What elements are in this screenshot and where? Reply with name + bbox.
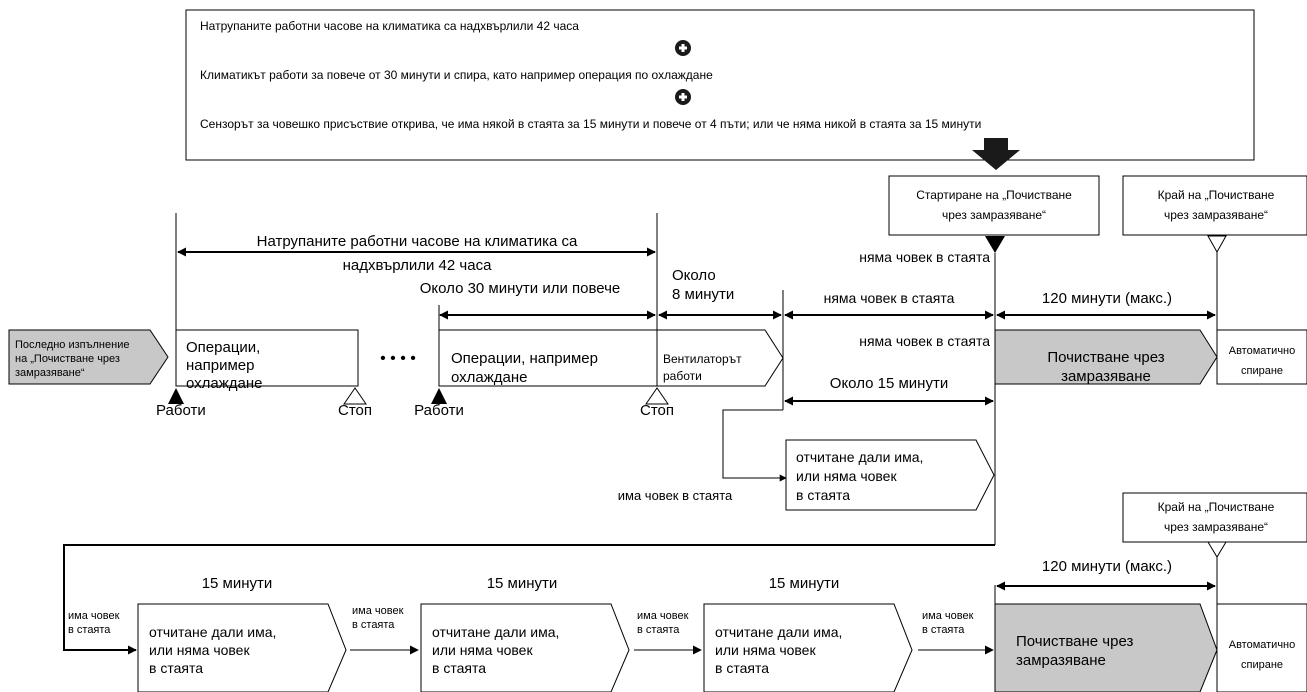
freeze-top-line-2: замразяване <box>1061 368 1151 385</box>
operation-box-1 <box>175 329 359 387</box>
plus-icon <box>675 40 691 56</box>
stop-label-1: Стоп <box>338 402 372 419</box>
person-present-label: има човек в стаята <box>618 488 733 503</box>
end-box-bottom-line-1: Край на „Почистване <box>1158 500 1275 514</box>
end-box-bottom-line-2: чрез замразяване“ <box>1164 520 1268 534</box>
minutes-15-label-2: 15 минути <box>487 575 558 592</box>
fan-line-2: работи <box>663 369 702 383</box>
person-present-branch-arrow <box>722 409 787 482</box>
about-15-min-label: Около 15 минути <box>830 375 948 392</box>
person-present-small-3a: има човек <box>637 610 689 622</box>
last-execution-shape <box>8 329 169 385</box>
auto-stop-top-line-1: Автоматично <box>1229 345 1296 357</box>
freeze-top-line-1: Почистване чрез <box>1047 349 1164 366</box>
no-person-label-2: няма човек в стаята <box>824 290 955 306</box>
fan-running-shape <box>656 329 784 387</box>
person-present-small-2b: в стаята <box>352 619 395 631</box>
end-marker-bottom-icon <box>1207 541 1227 558</box>
condition-3: Сензорът за човешко присъствие открива, … <box>200 117 981 131</box>
person-present-small-2a: има човек <box>352 605 404 617</box>
person-present-small-4b: в стаята <box>922 624 965 636</box>
freeze-cleaning-shape-bottom <box>994 603 1218 692</box>
wrap-to-row-2-arrow <box>63 544 995 655</box>
count-1-line-1: отчитане дали има, <box>149 624 276 640</box>
count-2-line-2: или няма човек <box>432 642 533 658</box>
last-exec-line-3: замразяване“ <box>15 367 85 379</box>
ellipsis-dots: • • • • <box>380 350 416 367</box>
plus-icon <box>675 89 691 105</box>
auto-stop-bottom-line-1: Автоматично <box>1229 639 1296 651</box>
run-label-1: Работи <box>156 402 206 419</box>
freeze-cleaning-shape-top <box>994 329 1218 385</box>
condition-1: Натрупаните работни часове на климатика … <box>200 19 579 33</box>
stop-label-2: Стоп <box>640 402 674 419</box>
accumulated-label-2: надхвърлили 42 часа <box>343 257 492 274</box>
run-marker-icon <box>168 388 184 404</box>
end-freeze-cleaning-box-bottom <box>1122 492 1307 543</box>
op1-line-2: например <box>186 357 254 374</box>
last-exec-line-1: Последно изпълнение <box>15 339 129 351</box>
conditions-box <box>185 9 1255 161</box>
freeze-bottom-line-1: Почистване чрез <box>1016 633 1133 650</box>
op1-line-3: охлаждане <box>186 375 263 392</box>
freeze-bottom-line-2: замразяване <box>1016 652 1106 669</box>
op1-line-1: Операции, <box>186 339 260 356</box>
count-box-1 <box>137 603 347 692</box>
count-mid-line-3: в стаята <box>796 487 850 503</box>
run-label-2: Работи <box>414 402 464 419</box>
count-3-line-2: или няма човек <box>715 642 816 658</box>
end-box-top-line-1: Край на „Почистване <box>1158 188 1275 202</box>
count-box-3 <box>703 603 913 692</box>
count-box-2 <box>420 603 630 692</box>
start-box-line-2: чрез замразяване“ <box>942 208 1046 222</box>
no-person-label-1: няма човек в стаята <box>859 249 990 265</box>
run-marker-icon <box>431 388 447 404</box>
person-present-small-1a: има човек <box>68 610 120 622</box>
person-present-small-1b: в стаята <box>68 624 111 636</box>
count-3-line-1: отчитане дали има, <box>715 624 842 640</box>
last-exec-line-2: на „Почистване чрез <box>15 353 120 365</box>
auto-stop-box-bottom <box>1216 603 1307 692</box>
op2-line-1: Операции, например <box>451 350 598 367</box>
auto-stop-box-top <box>1216 329 1307 385</box>
end-marker-top-icon <box>1207 235 1227 254</box>
end-box-top-line-2: чрез замразяване“ <box>1164 208 1268 222</box>
about-8-min-label-1: Около <box>672 267 716 284</box>
max-120-label-top: 120 минути (макс.) <box>1042 290 1172 307</box>
auto-stop-top-line-2: спиране <box>1241 365 1283 377</box>
count-1-line-3: в стаята <box>149 660 203 676</box>
count-3-line-3: в стаята <box>715 660 769 676</box>
accumulated-label-1: Натрупаните работни часове на климатика … <box>257 233 578 250</box>
count-box-middle <box>785 439 995 511</box>
count-1-line-2: или няма човек <box>149 642 250 658</box>
no-person-label-3: няма човек в стаята <box>859 333 990 349</box>
auto-stop-bottom-line-2: спиране <box>1241 659 1283 671</box>
fan-line-1: Вентилаторът <box>663 352 742 366</box>
minutes-15-label-1: 15 минути <box>202 575 273 592</box>
condition-2: Климатикът работи за повече от 30 минути… <box>200 68 713 82</box>
count-2-line-3: в стаята <box>432 660 486 676</box>
start-marker-icon <box>985 236 1005 253</box>
count-2-line-1: отчитане дали има, <box>432 624 559 640</box>
minutes-15-label-3: 15 минути <box>769 575 840 592</box>
about-8-min-label-2: 8 минути <box>672 286 734 303</box>
start-box-line-1: Стартиране на „Почистване <box>916 188 1072 202</box>
person-present-small-3b: в стаята <box>637 624 680 636</box>
count-mid-line-2: или няма човек <box>796 468 897 484</box>
person-present-small-4a: има човек <box>922 610 974 622</box>
operation-box-2 <box>438 329 658 387</box>
big-down-arrow-icon <box>972 138 1020 170</box>
stop-marker-icon <box>343 387 367 405</box>
end-freeze-cleaning-box-top <box>1122 175 1307 236</box>
stop-marker-icon <box>645 387 669 405</box>
max-120-label-bottom: 120 минути (макс.) <box>1042 558 1172 575</box>
start-freeze-cleaning-box <box>888 175 1100 236</box>
count-mid-line-1: отчитане дали има, <box>796 449 923 465</box>
about-30-min-label: Около 30 минути или повече <box>420 280 621 297</box>
op2-line-2: охлаждане <box>451 369 528 386</box>
